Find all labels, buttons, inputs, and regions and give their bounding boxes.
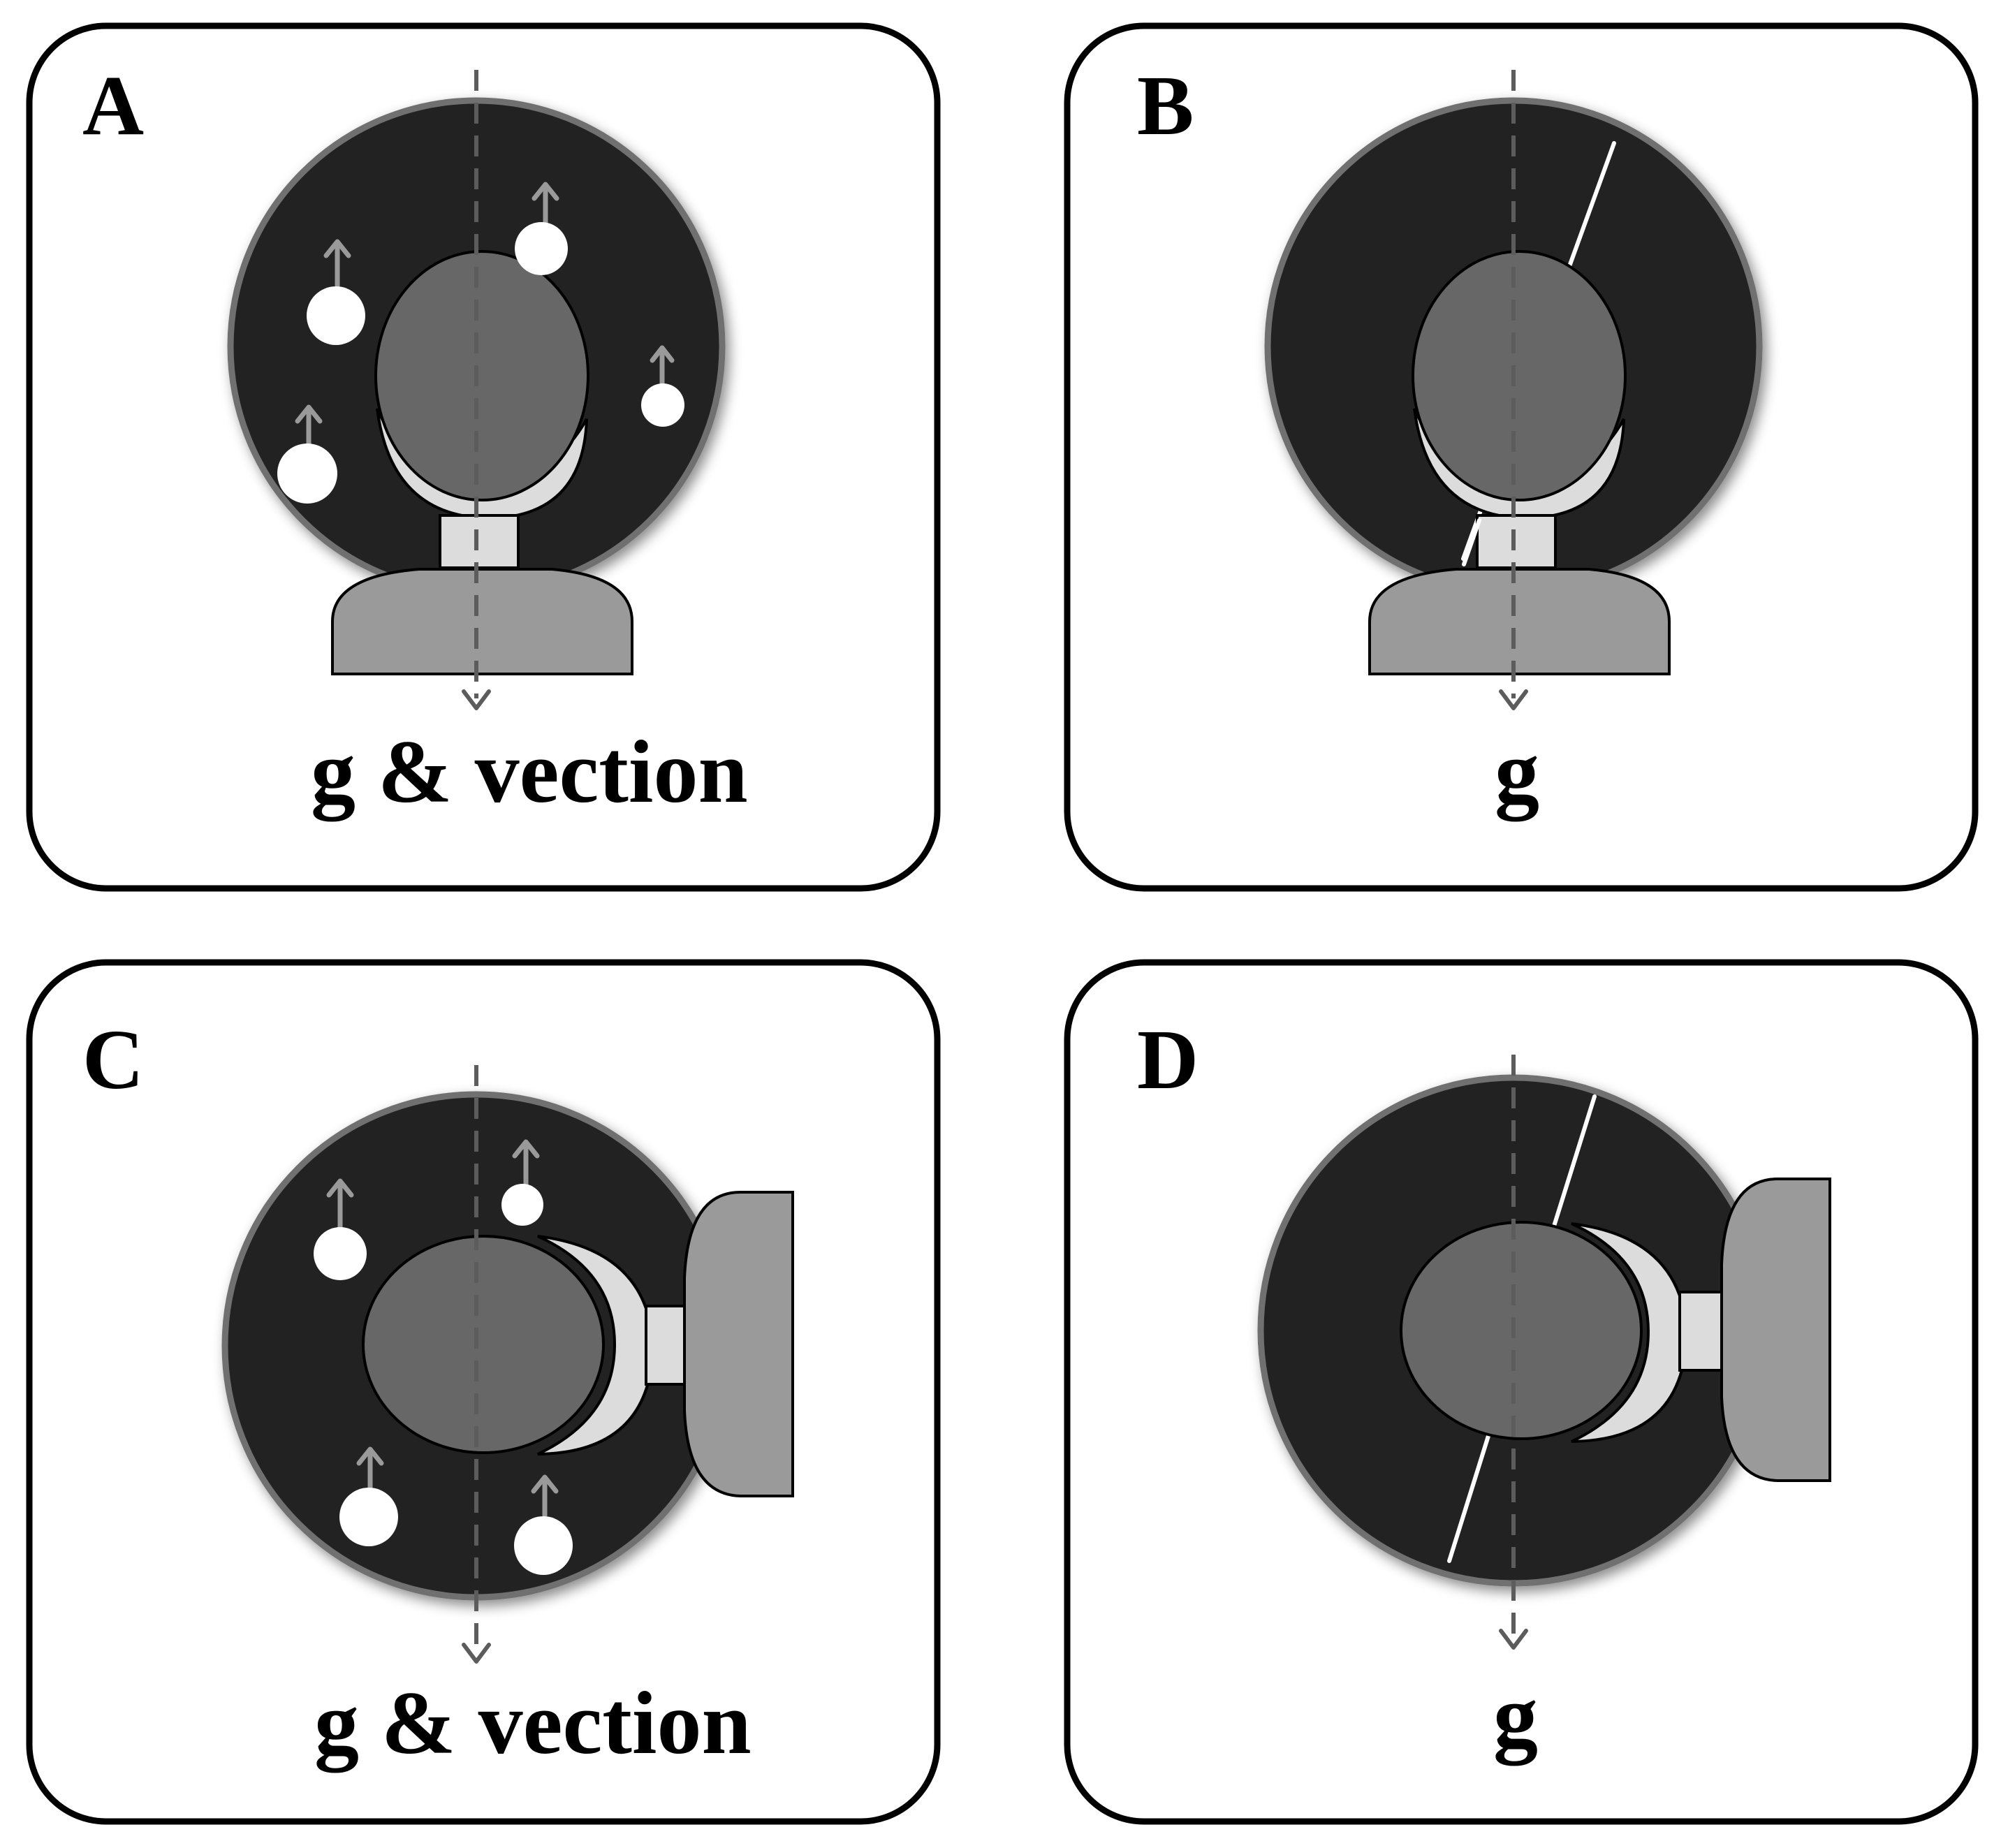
panel-b: B g <box>1064 22 1979 892</box>
panel-a-dots <box>277 182 684 504</box>
panel-a-letter: A <box>82 59 144 153</box>
panel-b-caption: g <box>1495 722 1539 821</box>
panel-a: A g <box>26 22 941 892</box>
panel-a-gravity-arrow-icon <box>462 689 491 710</box>
up-arrow-icon <box>512 1139 540 1189</box>
panel-d-neck-crescent <box>1571 1222 1689 1443</box>
moving-dot <box>515 182 568 275</box>
dot <box>501 1184 543 1226</box>
panel-c: C g & vection <box>26 959 941 1825</box>
moving-dot <box>339 1446 398 1546</box>
up-arrow-icon <box>532 182 559 230</box>
moving-dot <box>501 1139 543 1226</box>
panel-c-dots <box>314 1139 573 1575</box>
moving-dot <box>641 345 684 427</box>
panel-b-neck <box>1476 514 1557 569</box>
up-arrow-icon <box>531 1474 559 1518</box>
panel-c-gravity-arrow-icon <box>462 1643 491 1664</box>
panel-c-torso <box>683 1191 794 1497</box>
panel-b-torso <box>1368 568 1671 675</box>
dot <box>514 1516 573 1575</box>
panel-a-head <box>374 250 589 501</box>
panel-c-letter: C <box>82 1013 144 1107</box>
panel-b-letter: B <box>1137 59 1194 153</box>
panel-a-neck <box>439 514 520 569</box>
up-arrow-icon <box>356 1446 384 1490</box>
panel-d-caption: g <box>1493 1666 1538 1766</box>
panel-b-head <box>1412 250 1627 501</box>
panel-d-gravity-arrow-icon <box>1499 1629 1528 1650</box>
panel-a-torso <box>331 568 633 675</box>
panel-d: D g <box>1064 959 1979 1825</box>
panel-c-caption: g & vection <box>314 1673 752 1773</box>
dot <box>314 1227 367 1280</box>
panel-b-rod-lower <box>1462 518 1481 566</box>
moving-dot <box>277 404 337 504</box>
dot <box>307 286 365 345</box>
panel-c-neck-crescent <box>537 1235 655 1455</box>
up-arrow-icon <box>323 239 351 295</box>
panel-c-head <box>362 1235 605 1454</box>
moving-dot <box>514 1474 573 1575</box>
up-arrow-icon <box>650 345 675 388</box>
panel-d-letter: D <box>1137 1013 1199 1107</box>
panel-d-torso <box>1720 1178 1831 1482</box>
panel-d-head <box>1400 1221 1643 1440</box>
panel-a-caption: g & vection <box>311 722 748 821</box>
moving-dot <box>307 239 365 345</box>
dot <box>641 383 684 427</box>
dot <box>515 222 568 275</box>
moving-dot <box>314 1178 367 1280</box>
dot <box>277 443 337 504</box>
panel-b-gravity-arrow-icon <box>1499 689 1528 710</box>
up-arrow-icon <box>295 404 323 450</box>
up-arrow-icon <box>326 1178 354 1232</box>
dot <box>339 1488 398 1546</box>
